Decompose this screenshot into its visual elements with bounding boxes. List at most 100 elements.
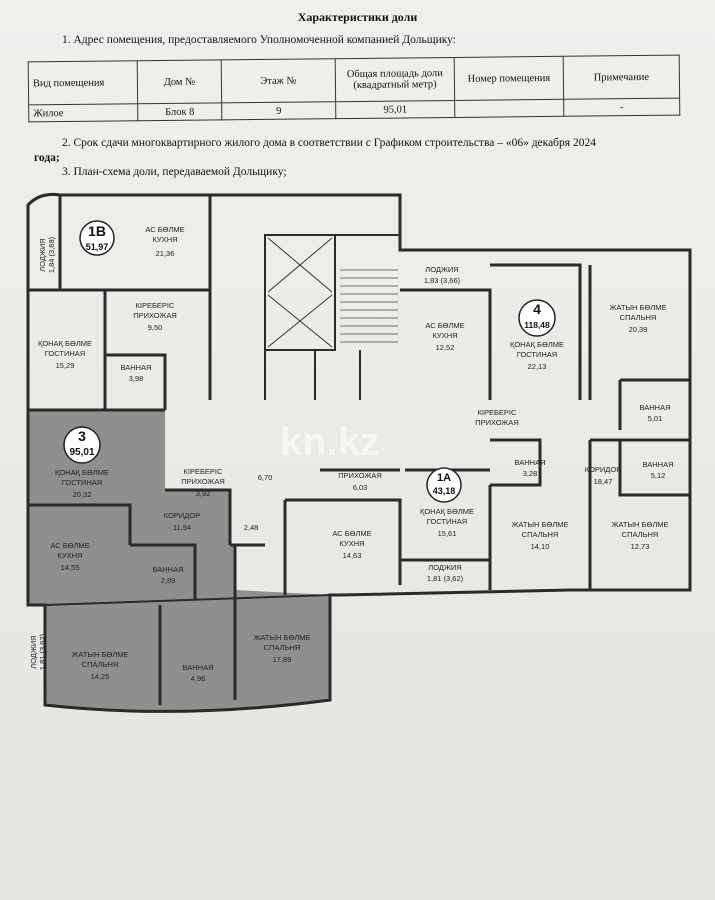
room-label: ЖАТЫН БӨЛМЕ xyxy=(610,303,667,312)
room-area: 14,63 xyxy=(343,551,362,560)
unit-4-area: 118,48 xyxy=(524,320,550,330)
unit-4-marker: 4 118,48 xyxy=(518,299,556,337)
room-label: ПРИХОЖАЯ xyxy=(133,311,177,320)
room-label: ЖАТЫН БӨЛМЕ xyxy=(72,650,129,659)
room-area: 18,47 xyxy=(594,477,613,486)
room-area: 1,81 (3,62) xyxy=(427,574,464,583)
room-label: СПАЛЬНЯ xyxy=(264,643,301,652)
room-label: ЛОДЖИЯ xyxy=(425,265,458,274)
room-area: 3,98 xyxy=(129,374,144,383)
room-label: ВАННАЯ xyxy=(152,565,183,574)
room-label: ВАННАЯ xyxy=(120,363,151,372)
room-area: 14,10 xyxy=(531,542,550,551)
room-area: 3,28 xyxy=(523,469,538,478)
room-label: ПРИХОЖАЯ xyxy=(338,471,382,480)
room-area: 6,70 xyxy=(258,473,273,482)
room-area: 20,39 xyxy=(629,325,648,334)
unit-3-number: 3 xyxy=(78,428,86,444)
room-label: ҚОНАҚ БӨЛМЕ xyxy=(55,468,109,477)
room-area: 4,96 xyxy=(191,674,206,683)
room-label: ЖАТЫН БӨЛМЕ xyxy=(612,520,669,529)
room-label: ЛОДЖИЯ xyxy=(38,238,47,271)
room-label: ГОСТИНАЯ xyxy=(517,350,557,359)
room-label: ҚОНАҚ БӨЛМЕ xyxy=(420,507,474,516)
room-label: КІРЕБЕРІС xyxy=(478,408,517,417)
room-area: 17,89 xyxy=(273,655,292,664)
staircase xyxy=(340,269,398,343)
unit-1a-number: 1А xyxy=(437,472,451,484)
room-label: СПАЛЬНЯ xyxy=(522,530,559,539)
room-label: АС БӨЛМЕ xyxy=(332,529,371,538)
room-area: 20,32 xyxy=(73,490,92,499)
room-label: АС БӨЛМЕ xyxy=(425,321,464,330)
room-area: 1,83 (3,66) xyxy=(424,276,461,285)
room-area: 2,89 xyxy=(161,576,176,585)
room-area: 2,48 xyxy=(244,523,259,532)
room-label: ГОСТИНАЯ xyxy=(45,349,85,358)
room-label: ВАННАЯ xyxy=(639,403,670,412)
room-area: 14,55 xyxy=(61,563,80,572)
room-label: СПАЛЬНЯ xyxy=(82,660,119,669)
room-label: СПАЛЬНЯ xyxy=(620,313,657,322)
room-label: АС БӨЛМЕ xyxy=(50,541,89,550)
room-area: 15,61 xyxy=(438,529,457,538)
room-area: 3,92 xyxy=(196,489,211,498)
plan-caption: 3. План-схема доли, передаваемой Дольщик… xyxy=(62,166,287,178)
deadline-line-cont: года; xyxy=(34,152,60,164)
address-line: 1. Адрес помещения, предоставляемого Упо… xyxy=(62,34,456,46)
room-area: 1,81 (3,62) xyxy=(38,633,47,670)
room-label: ПРИХОЖАЯ xyxy=(181,477,225,486)
unit-1a-marker: 1А 43,18 xyxy=(426,467,462,503)
room-label: ЖАТЫН БӨЛМЕ xyxy=(254,633,311,642)
room-label: ВАННАЯ xyxy=(642,460,673,469)
room-label: ЖАТЫН БӨЛМЕ xyxy=(512,520,569,529)
room-label: КУХНЯ xyxy=(152,235,177,244)
unit-1a-area: 43,18 xyxy=(433,486,456,496)
room-label: ҚОНАҚ БӨЛМЕ xyxy=(510,340,564,349)
room-label: ПРИХОЖАЯ xyxy=(475,418,519,427)
room-label: ГОСТИНАЯ xyxy=(427,517,467,526)
unit-3-area: 95,01 xyxy=(69,447,94,458)
room-area: 11,94 xyxy=(173,523,191,532)
room-label: ВАННАЯ xyxy=(182,663,213,672)
room-area: 12,52 xyxy=(436,343,455,352)
room-label: КІРЕБЕРІС xyxy=(136,301,175,310)
room-label: ЛОДЖИЯ xyxy=(428,563,461,572)
room-label: КУХНЯ xyxy=(57,551,82,560)
walls xyxy=(26,193,692,713)
unit-4-number: 4 xyxy=(533,301,541,317)
unit-1b-number: 1В xyxy=(88,223,106,239)
room-label: СПАЛЬНЯ xyxy=(622,530,659,539)
unit-1b-marker: 1В 51,97 xyxy=(79,220,115,256)
room-area: 1,84 (3,68) xyxy=(47,236,56,273)
room-label: КУХНЯ xyxy=(432,331,457,340)
unit-3-marker: 3 95,01 xyxy=(63,426,101,464)
room-label: ЛОДЖИЯ xyxy=(29,635,38,668)
room-label: ГОСТИНАЯ xyxy=(62,478,102,487)
room-label: АС БӨЛМЕ xyxy=(145,225,184,234)
room-label: КОРИДОР xyxy=(164,511,200,520)
document-title: Характеристики доли xyxy=(297,10,418,24)
deadline-line: 2. Срок сдачи многоквартирного жилого до… xyxy=(62,137,596,149)
room-area: 9,50 xyxy=(148,323,163,332)
room-label: КОРИДОР xyxy=(585,465,621,474)
room-area: 21,36 xyxy=(156,249,175,258)
unit-3-highlight xyxy=(28,410,330,712)
watermark: kn.kz xyxy=(280,420,381,464)
room-label: ҚОНАҚ БӨЛМЕ xyxy=(38,339,92,348)
room-area: 14,25 xyxy=(91,672,110,681)
room-area: 5,01 xyxy=(648,414,663,423)
room-area: 22,13 xyxy=(528,362,547,371)
elevator-shafts xyxy=(267,237,333,348)
unit-1b-area: 51,97 xyxy=(86,242,109,252)
room-area: 15,29 xyxy=(56,361,75,370)
room-area: 6,03 xyxy=(353,483,368,492)
room-area: 12,73 xyxy=(631,542,650,551)
room-area: 5,12 xyxy=(651,471,666,480)
room-label: КУХНЯ xyxy=(339,539,364,548)
room-labels: ЛОДЖИЯ 1,84 (3,68) АС БӨЛМЕ КУХНЯ 21,36 … xyxy=(29,225,674,683)
room-label: ВАННАЯ xyxy=(514,458,545,467)
room-label: КІРЕБЕРІС xyxy=(184,467,223,476)
